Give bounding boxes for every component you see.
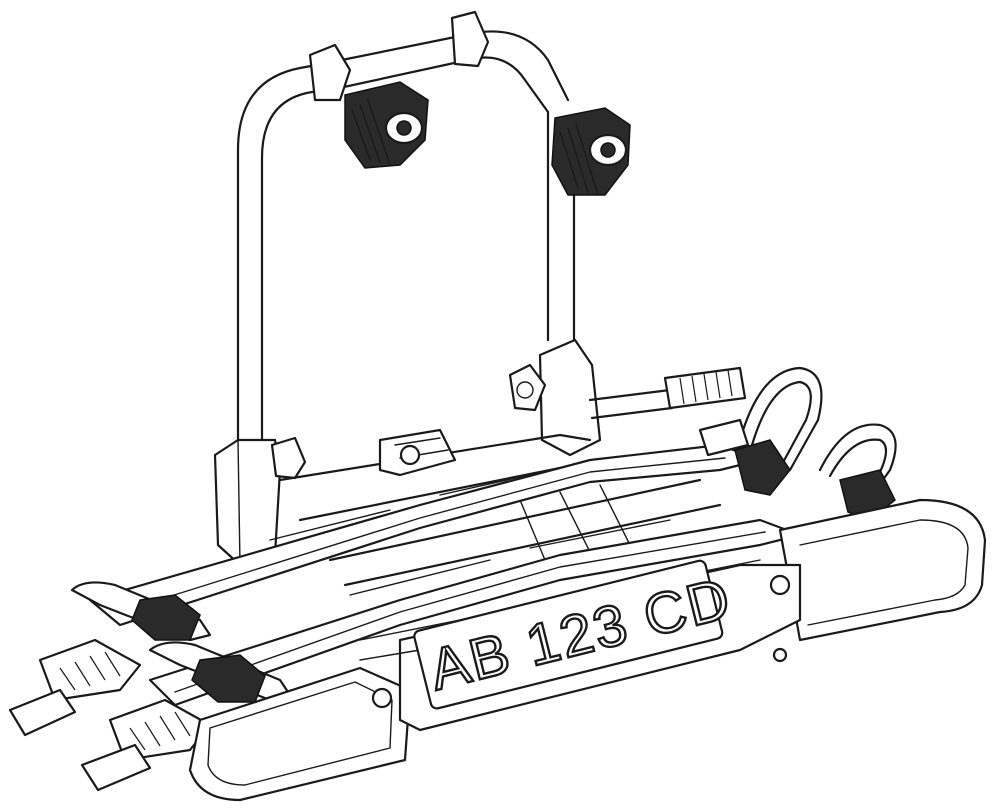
upright-frame	[236, 10, 576, 457]
wheel-holder-left-2	[80, 641, 292, 792]
wheel-tray-front	[148, 518, 802, 707]
frame-clamp-right	[551, 107, 631, 196]
post-base-left	[213, 436, 307, 567]
frame-clamp-left	[344, 81, 429, 169]
wheel-holder-left-1	[8, 581, 212, 737]
wheel-strap-loop-2	[818, 423, 897, 521]
rear-handle	[588, 366, 747, 420]
wheel-tray-rear	[88, 443, 762, 627]
post-base-right	[508, 338, 602, 457]
wheel-strap-loop-1	[698, 366, 823, 496]
